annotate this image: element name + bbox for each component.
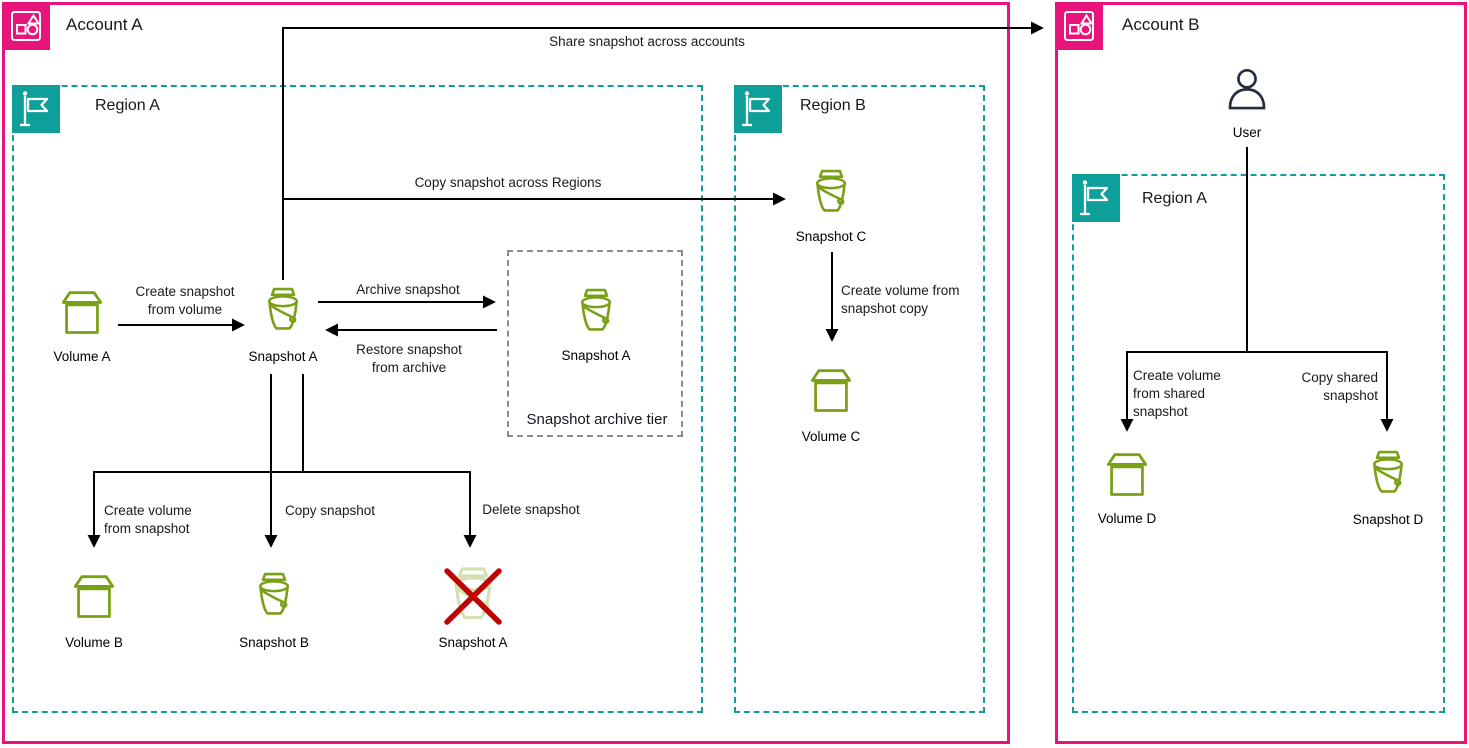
- edge-label-create-snapshot-from-volume: Create snapshot from volume: [135, 284, 235, 317]
- volume-c-label: Volume C: [801, 429, 861, 444]
- account-b-region-a-flag-icon: [1072, 174, 1120, 222]
- snapshot-d-icon: [1362, 444, 1414, 504]
- snapshot-archive-tier-label: Snapshot archive tier: [526, 411, 668, 428]
- snapshot-a-icon: [257, 280, 309, 342]
- snapshot-d-label: Snapshot D: [1352, 512, 1424, 527]
- edge-label-share-across-accounts: Share snapshot across accounts: [549, 34, 745, 49]
- edge-label-restore-from-archive: Restore snapshot from archive: [356, 342, 462, 375]
- volume-b-label: Volume B: [65, 635, 123, 650]
- delete-x-icon: [444, 568, 502, 625]
- volume-a-icon: [56, 284, 108, 342]
- region-b-flag-icon: [734, 85, 782, 133]
- snapshot-c-icon: [805, 162, 857, 224]
- account-a-box: [2, 2, 1010, 744]
- volume-d-icon: [1101, 446, 1153, 504]
- account-b-region-a-box: [1072, 174, 1445, 713]
- archive-snapshot-a-icon: [570, 282, 622, 342]
- snapshot-archive-tier-box: [507, 250, 683, 437]
- edge-label-create-volume-from-shared-snapshot: Create volume from shared snapshot: [1133, 368, 1221, 419]
- snapshot-b-icon: [248, 566, 300, 626]
- edge-label-delete-snapshot: Delete snapshot: [482, 502, 580, 517]
- account-b-icon: [1055, 2, 1103, 50]
- user-icon: [1221, 60, 1273, 122]
- account-a-region-b-box: [734, 85, 985, 713]
- account-b-title: Account B: [1122, 15, 1200, 34]
- deleted-snapshot-a-label: Snapshot A: [438, 635, 508, 650]
- user-label: User: [1232, 125, 1262, 140]
- snapshot-b-label: Snapshot B: [239, 635, 309, 650]
- edge-label-create-volume-from-snapshot-copy: Create volume from snapshot copy: [841, 283, 960, 316]
- volume-b-icon: [68, 568, 120, 626]
- region-a-title: Region A: [95, 97, 160, 114]
- edge-label-archive-snapshot: Archive snapshot: [356, 282, 460, 297]
- edge-label-copy-across-regions: Copy snapshot across Regions: [414, 175, 602, 190]
- volume-a-label: Volume A: [53, 349, 111, 364]
- account-a-icon: [2, 2, 50, 50]
- deleted-snapshot-a-icon: [441, 562, 505, 630]
- region-a-flag-icon: [12, 85, 60, 133]
- region-b-title: Region B: [800, 97, 866, 114]
- account-b-box: [1055, 2, 1467, 744]
- account-a-title: Account A: [66, 15, 143, 34]
- edge-label-copy-snapshot: Copy snapshot: [284, 503, 376, 518]
- volume-c-icon: [805, 362, 857, 420]
- archive-snapshot-a-label: Snapshot A: [561, 348, 631, 363]
- edge-label-create-volume-from-snapshot: Create volume from snapshot: [104, 503, 192, 536]
- snapshot-c-label: Snapshot C: [795, 229, 867, 244]
- volume-d-label: Volume D: [1097, 511, 1157, 526]
- edge-label-copy-shared-snapshot: Copy shared snapshot: [1301, 370, 1378, 403]
- account-b-region-a-title: Region A: [1142, 190, 1207, 207]
- snapshot-a-label: Snapshot A: [248, 349, 318, 364]
